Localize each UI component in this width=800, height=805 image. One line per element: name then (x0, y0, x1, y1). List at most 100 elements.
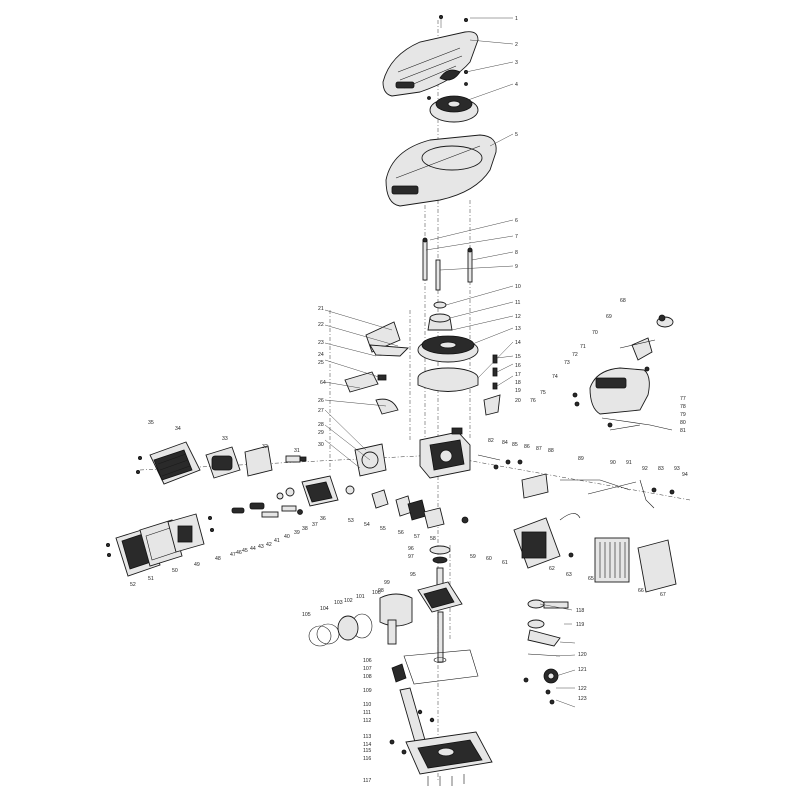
callout-56: 56 (398, 530, 404, 536)
callout-60: 60 (486, 556, 492, 562)
callout-32: 32 (262, 444, 268, 450)
callout-53: 53 (348, 518, 354, 524)
recoil-starter-part (427, 82, 479, 123)
callout-67: 67 (660, 592, 666, 598)
callout-83: 83 (658, 466, 664, 472)
callout-98: 98 (378, 588, 384, 594)
callout-25: 25 (318, 360, 324, 366)
callout-48: 48 (215, 556, 221, 562)
callout-113: 113 (363, 734, 371, 740)
callout-41: 41 (274, 538, 280, 544)
callout-28: 28 (318, 422, 324, 428)
callout-59: 59 (470, 554, 476, 560)
callout-97: 97 (408, 554, 414, 560)
callout-49: 49 (194, 562, 200, 568)
flywheel-nut-part (427, 301, 453, 331)
callout-57: 57 (414, 534, 420, 540)
callout-23: 23 (318, 340, 324, 346)
callout-17: 17 (515, 372, 521, 378)
callout-39: 39 (294, 530, 300, 536)
callout-9: 9 (515, 264, 518, 270)
callout-3: 3 (515, 60, 518, 66)
callout-76: 76 (530, 398, 536, 404)
callout-65: 65 (588, 576, 594, 582)
callout-110: 110 (363, 702, 371, 708)
callout-112: 112 (363, 718, 371, 724)
callout-61: 61 (502, 560, 508, 566)
callout-99: 99 (384, 580, 390, 586)
callout-51: 51 (148, 576, 154, 582)
callout-1: 1 (515, 16, 518, 22)
callout-36: 36 (320, 516, 326, 522)
callout-62: 62 (549, 566, 555, 572)
block-head-part (205, 446, 241, 479)
callout-30: 30 (318, 442, 324, 448)
callout-84: 84 (502, 440, 508, 446)
callout-58: 58 (430, 536, 436, 542)
valve-cover-part (106, 513, 214, 577)
callout-4: 4 (515, 82, 518, 88)
callout-94: 94 (682, 472, 688, 478)
callout-121: 121 (578, 667, 587, 673)
callout-102: 102 (344, 598, 353, 604)
callout-70: 70 (592, 330, 598, 336)
callout-55: 55 (380, 526, 386, 532)
callout-80: 80 (680, 420, 686, 426)
callout-11: 11 (515, 300, 520, 306)
camshaft-part (523, 599, 569, 705)
callout-66: 66 (638, 588, 644, 594)
leader-lines (324, 17, 576, 708)
callout-16: 16 (515, 363, 521, 369)
oil-dipstick-part (391, 663, 435, 743)
callout-21: 21 (318, 306, 324, 312)
callout-34: 34 (175, 426, 181, 432)
callout-120: 120 (578, 652, 587, 658)
callout-96: 96 (408, 546, 414, 552)
carburetor-part (345, 485, 469, 529)
callout-82: 82 (488, 438, 494, 444)
fuel-tank-part (572, 314, 674, 431)
callout-81: 81 (680, 428, 686, 434)
callout-69: 69 (606, 314, 612, 320)
callout-22: 22 (318, 322, 324, 328)
callout-18: 18 (515, 380, 521, 386)
engine-block-part (419, 427, 471, 479)
callout-95: 95 (410, 572, 416, 578)
callout-10: 10 (515, 284, 521, 290)
top-cover-part (382, 14, 479, 97)
callout-101: 101 (356, 594, 365, 600)
callout-90: 90 (610, 460, 616, 466)
callout-119: 119 (576, 622, 584, 628)
callout-8: 8 (515, 250, 518, 256)
callout-87: 87 (536, 446, 542, 452)
flywheel-part (417, 335, 479, 363)
callout-12: 12 (515, 314, 521, 320)
callout-5: 5 (515, 132, 518, 138)
callout-14: 14 (515, 340, 521, 346)
spark-plug-part (285, 455, 307, 463)
callout-6: 6 (515, 218, 518, 224)
callout-100: 100 (372, 590, 381, 596)
callout-29: 29 (318, 430, 324, 436)
callout-91: 91 (626, 460, 632, 466)
baffle-plate-part (244, 445, 273, 477)
callout-107: 107 (363, 666, 372, 672)
engine-shroud-part (385, 134, 497, 207)
callout-104: 104 (320, 606, 329, 612)
valve-block-part (231, 475, 339, 518)
stud-bolts-part (422, 237, 473, 291)
callout-52: 52 (130, 582, 136, 588)
callout-106: 106 (363, 658, 372, 664)
callout-77: 77 (680, 396, 686, 402)
callout-79: 79 (680, 412, 686, 418)
callout-111: 111 (363, 710, 371, 716)
callout-72: 72 (572, 352, 578, 358)
ignition-bracket-part (344, 321, 501, 416)
callout-26: 26 (318, 398, 324, 404)
callout-78: 78 (680, 404, 686, 410)
callout-50: 50 (172, 568, 178, 574)
callout-35: 35 (148, 420, 154, 426)
callout-47: 47 (230, 552, 236, 558)
callout-86: 86 (524, 444, 530, 450)
